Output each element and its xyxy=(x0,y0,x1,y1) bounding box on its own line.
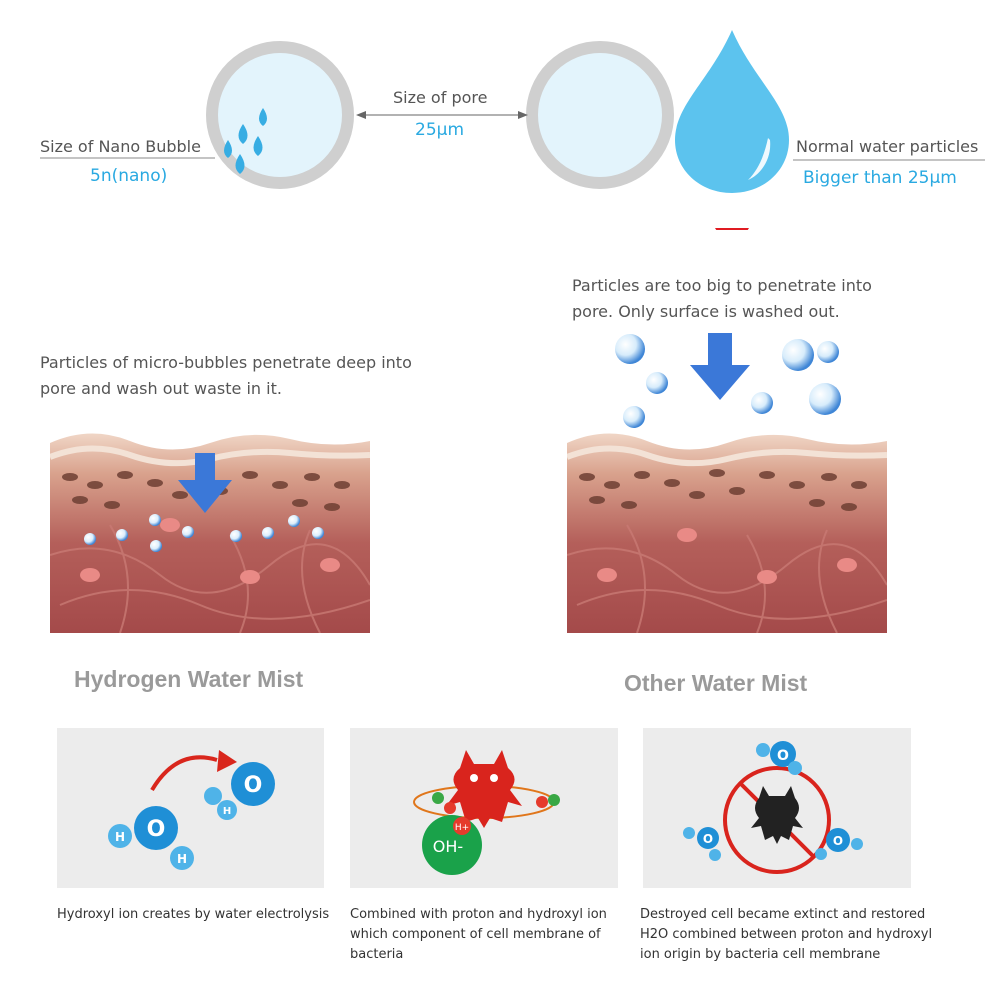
blue-down-arrow-right xyxy=(690,333,750,400)
svg-text:H: H xyxy=(223,806,231,817)
svg-text:H: H xyxy=(115,830,125,844)
water-drop-icon xyxy=(675,30,789,193)
penetrating-bubbles xyxy=(84,514,324,552)
pore-size-value: 25µm xyxy=(415,120,465,140)
panel-combination: OH- H+ xyxy=(350,728,618,888)
blue-down-arrow-left xyxy=(178,453,232,513)
caption-destroyed: Destroyed cell became extinct and restor… xyxy=(640,907,933,962)
pore-size-label: Size of pore xyxy=(393,88,488,107)
pore-diagram xyxy=(40,30,985,230)
nano-bubble-value: 5n(nano) xyxy=(90,166,168,186)
bacteria-combination-icon: OH- H+ xyxy=(413,750,560,875)
svg-text:O: O xyxy=(703,832,713,846)
right-description: Particles are too big to penetrate into … xyxy=(572,276,872,321)
nano-bubble-label: Size of Nano Bubble xyxy=(40,137,201,156)
destroyed-bacteria-icon: O O O xyxy=(683,741,863,874)
other-mist-title: Other Water Mist xyxy=(624,670,808,696)
hydroxyl-molecule-icon: O H H O H xyxy=(108,750,275,870)
normal-particles-label: Normal water particles xyxy=(796,137,979,156)
devil-bacteria-icon xyxy=(446,750,522,828)
panel-destroyed: O O O xyxy=(643,728,911,888)
svg-text:O: O xyxy=(833,834,843,848)
left-description: Particles of micro-bubbles penetrate dee… xyxy=(40,353,412,398)
caption-electrolysis: Hydroxyl ion creates by water electrolys… xyxy=(57,907,330,922)
skin-section-right xyxy=(567,433,887,633)
pore-circle-right xyxy=(526,41,674,189)
surface-bubbles xyxy=(615,333,841,428)
nano-droplets-icon xyxy=(224,108,267,174)
pore-circle-left xyxy=(206,41,354,189)
oxygen-atom-label: O xyxy=(147,817,166,842)
hydrogen-mist-title: Hydrogen Water Mist xyxy=(74,666,304,692)
panel-electrolysis: O H H O H xyxy=(57,728,324,888)
svg-text:O: O xyxy=(244,773,263,798)
caption-combination: Combined with proton and hydroxyl ion wh… xyxy=(350,907,607,962)
skin-section-left xyxy=(50,433,370,633)
oh-ion-label: OH- xyxy=(433,837,463,856)
svg-text:H: H xyxy=(177,852,187,866)
normal-particles-value: Bigger than 25µm xyxy=(803,168,957,188)
h-ion-label: H+ xyxy=(455,823,469,833)
red-down-arrow-right xyxy=(715,228,749,230)
svg-text:O: O xyxy=(777,748,789,764)
